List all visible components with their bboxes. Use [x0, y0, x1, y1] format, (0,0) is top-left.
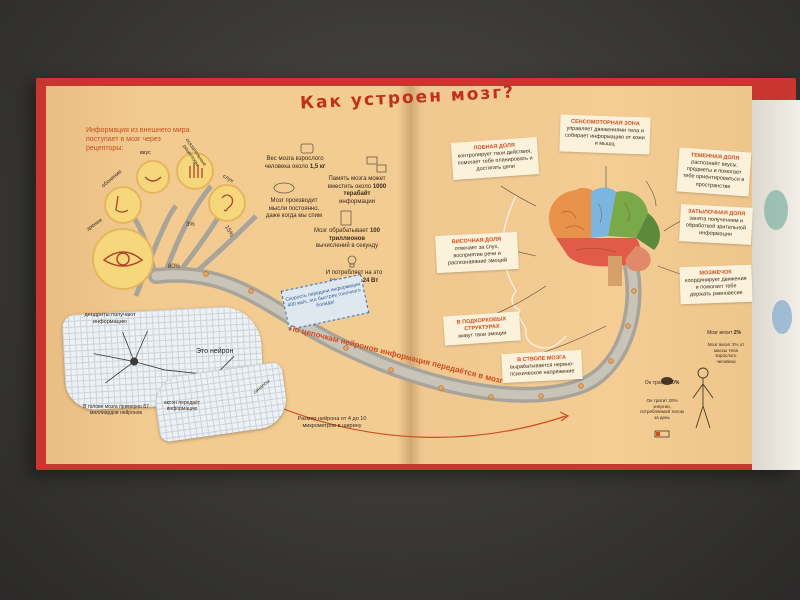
brain-mass-text: Мозг весит 2%	[706, 330, 742, 336]
brain-outline-icon	[273, 182, 295, 194]
zone-cerebellum: Мозжечоккоординирует движения и помогает…	[679, 264, 753, 304]
next-page-edge	[752, 100, 800, 470]
zone-parietal: Теменная доляраспознаёт вкусы, предметы …	[676, 147, 752, 197]
zone-subcortical: В подкорковых структурахживут твои эмоци…	[443, 311, 521, 347]
zone-brainstem: В стволе мозгавырабатывается нервно-псих…	[501, 349, 583, 384]
fact-calculations: Мозг обрабатывает 100 триллионов вычисле…	[314, 228, 380, 249]
fact-thinking: Мозг производит мысли постоянно, даже ко…	[265, 198, 323, 219]
smell-circle	[104, 186, 142, 224]
zone-frontal: Лобная доляконтролирует твои действия, п…	[450, 137, 540, 180]
percent-touch-value: 3%	[186, 222, 195, 228]
lightbulb-icon	[347, 255, 357, 268]
brain-weight-icon	[661, 377, 673, 385]
hearing-circle	[208, 184, 246, 222]
eye-icon	[102, 251, 144, 267]
fact-weight: Вес мозга взрослого человека около 1,5 к…	[264, 156, 326, 170]
book-gutter	[398, 86, 422, 464]
neuron-title: Это нейрон	[196, 348, 234, 355]
scales-icon	[300, 143, 314, 154]
ear-icon	[221, 194, 234, 212]
zone-temporal: Височная доляотвечает за слух, восприяти…	[435, 231, 519, 273]
chat-icon	[366, 156, 387, 173]
energy-detail: Он тратит 20% энергии, потребляемой тело…	[640, 398, 684, 420]
neuron-card	[61, 304, 265, 412]
vision-circle	[92, 228, 154, 290]
dendrites-label: дендриты получают информацию	[84, 312, 136, 325]
brain-mass-detail: Мозг весит 2% от массы тела взрослого че…	[707, 342, 745, 364]
human-figure-icon	[692, 367, 714, 429]
brain-illustration	[548, 187, 660, 286]
fact-memory: Память мозга может вместить около 1000 т…	[327, 176, 387, 205]
hand-icon	[189, 163, 203, 178]
mouth-icon	[144, 176, 162, 182]
nose-icon	[115, 195, 129, 213]
neuron-count: В голове мозга примерно 87 миллиардов не…	[83, 404, 149, 417]
intro-text: Информация из внешнего мира поступает в …	[86, 127, 190, 153]
neuron-drawing	[93, 330, 244, 387]
zone-sensorimotor: Сенсомоторная зонауправляет движениями т…	[559, 114, 651, 155]
touch-circle	[176, 152, 214, 190]
percent-vision: 80%	[168, 264, 181, 270]
neuron-size: Размер нейрона от 4 до 10 микрометров в …	[297, 416, 367, 429]
axon-label: аксон передаёт информацию	[163, 400, 201, 413]
sense-label-taste: вкус	[140, 150, 151, 156]
energy-text: Он тратит 20%	[644, 380, 680, 386]
battery-icon	[654, 430, 670, 438]
zone-occipital: Затылочная долязанята получением и обраб…	[679, 204, 753, 245]
taste-circle	[136, 160, 170, 194]
calculator-icon	[340, 210, 352, 226]
